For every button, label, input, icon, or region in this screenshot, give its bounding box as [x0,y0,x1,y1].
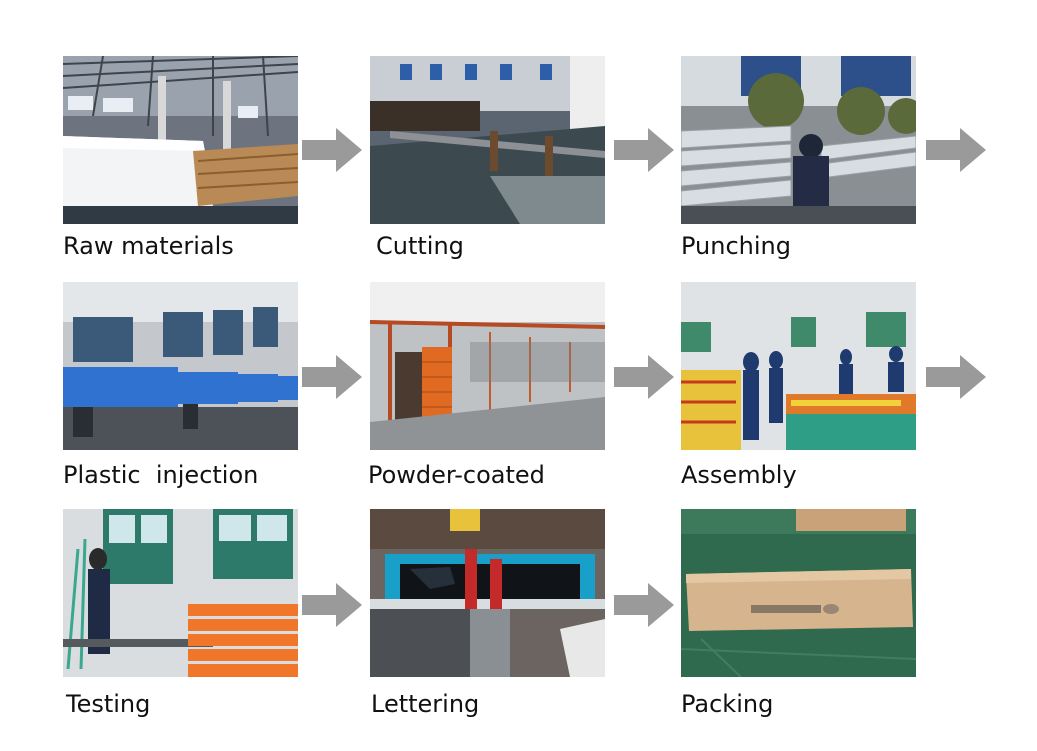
step-label: Cutting [376,232,464,260]
step-label: Packing [681,690,774,718]
arrow-right-icon [614,128,674,172]
testing-photo [63,509,298,677]
step-label: Lettering [371,690,480,718]
arrow-right-icon [302,355,362,399]
step-label: Plastic injection [63,461,259,489]
lettering-photo [370,509,605,677]
cutting-photo [370,56,605,224]
punching-photo [681,56,916,224]
arrow-right-icon [614,583,674,627]
step-label: Assembly [681,461,797,489]
step-label: Testing [66,690,151,718]
step-label: Raw materials [63,232,234,260]
arrow-right-icon [302,583,362,627]
arrow-right-icon [926,355,986,399]
assembly-photo [681,282,916,450]
arrow-right-icon [614,355,674,399]
arrow-right-icon [302,128,362,172]
step-label: Powder-coated [368,461,545,489]
powder-coated-photo [370,282,605,450]
raw-materials-photo [63,56,298,224]
arrow-right-icon [926,128,986,172]
packing-photo [681,509,916,677]
plastic-injection-photo [63,282,298,450]
step-label: Punching [681,232,791,260]
